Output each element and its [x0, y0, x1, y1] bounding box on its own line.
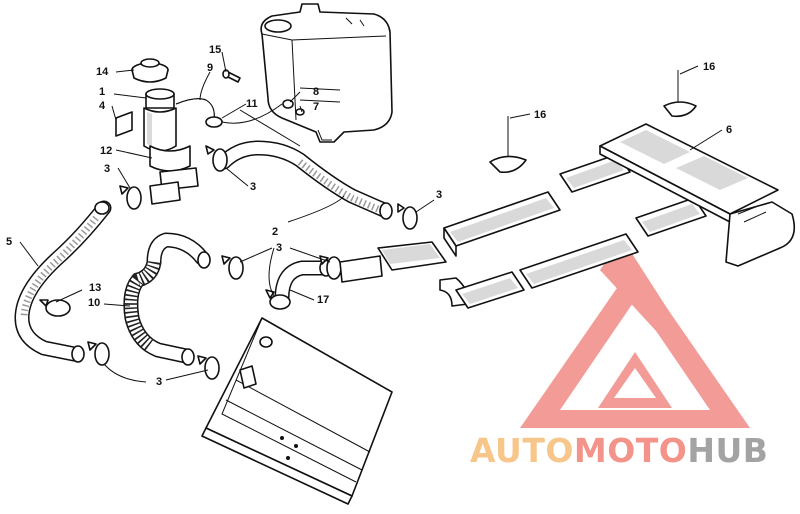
- callout-17: 17: [317, 294, 329, 306]
- callout-4: 4: [99, 100, 106, 112]
- clamp: [397, 203, 418, 230]
- callout-2: 2: [272, 226, 278, 238]
- watermark-hub: HUB: [687, 431, 768, 470]
- bolt: [222, 69, 241, 83]
- callout-9: 9: [207, 62, 213, 74]
- hose-clamp-group: [39, 145, 418, 380]
- hose-17: [274, 259, 333, 306]
- leader-lines: [19, 51, 723, 383]
- coolant-tank: [260, 3, 393, 143]
- callout-16: 16: [534, 109, 546, 121]
- clamp: [197, 355, 220, 380]
- clamp: [205, 145, 228, 172]
- callout-7: 7: [313, 101, 319, 113]
- watermark-moto: MOTO: [574, 431, 687, 470]
- bracket: [115, 111, 133, 137]
- hose-5: [14, 200, 112, 363]
- callout-3: 3: [250, 181, 256, 193]
- callout-12: 12: [100, 145, 112, 157]
- callout-3: 3: [276, 242, 282, 254]
- svg-text:AUTOMOTOHUB: AUTOMOTOHUB: [470, 431, 768, 470]
- callout-5: 5: [6, 236, 12, 248]
- heat-exchanger-rails: [339, 70, 796, 309]
- hose-10: [123, 232, 211, 366]
- clamp: [119, 185, 142, 210]
- callout-11: 11: [246, 98, 258, 110]
- filler-neck-assembly: [115, 58, 283, 205]
- logo-triangle-inner: [598, 352, 672, 408]
- clamp: [87, 341, 110, 366]
- callout-16: 16: [703, 61, 715, 73]
- watermark-logo-icon: [520, 238, 750, 428]
- watermark-text: AUTOMOTOHUB: [470, 431, 768, 470]
- logo-stroke: [600, 238, 690, 344]
- callout-6: 6: [726, 124, 732, 136]
- hose-2: [216, 140, 393, 220]
- filler-clamp: [149, 145, 191, 172]
- clamp-13: [39, 299, 71, 317]
- watermark-auto: AUTO: [470, 431, 574, 470]
- callout-3: 3: [436, 189, 442, 201]
- callout-10: 10: [88, 297, 100, 309]
- callout-1: 1: [99, 86, 105, 98]
- callout-14: 14: [96, 66, 109, 78]
- callout-labels: 1 2 3 3 3 3 3 4 5 6 7 8 9 10 11 12 13 14…: [6, 44, 732, 388]
- clamp: [221, 255, 244, 280]
- callout-3: 3: [156, 376, 162, 388]
- callout-15: 15: [209, 44, 221, 56]
- callout-8: 8: [313, 86, 319, 98]
- callout-13: 13: [89, 282, 101, 294]
- heat-exchanger-plate: [201, 317, 393, 505]
- callout-3: 3: [104, 163, 110, 175]
